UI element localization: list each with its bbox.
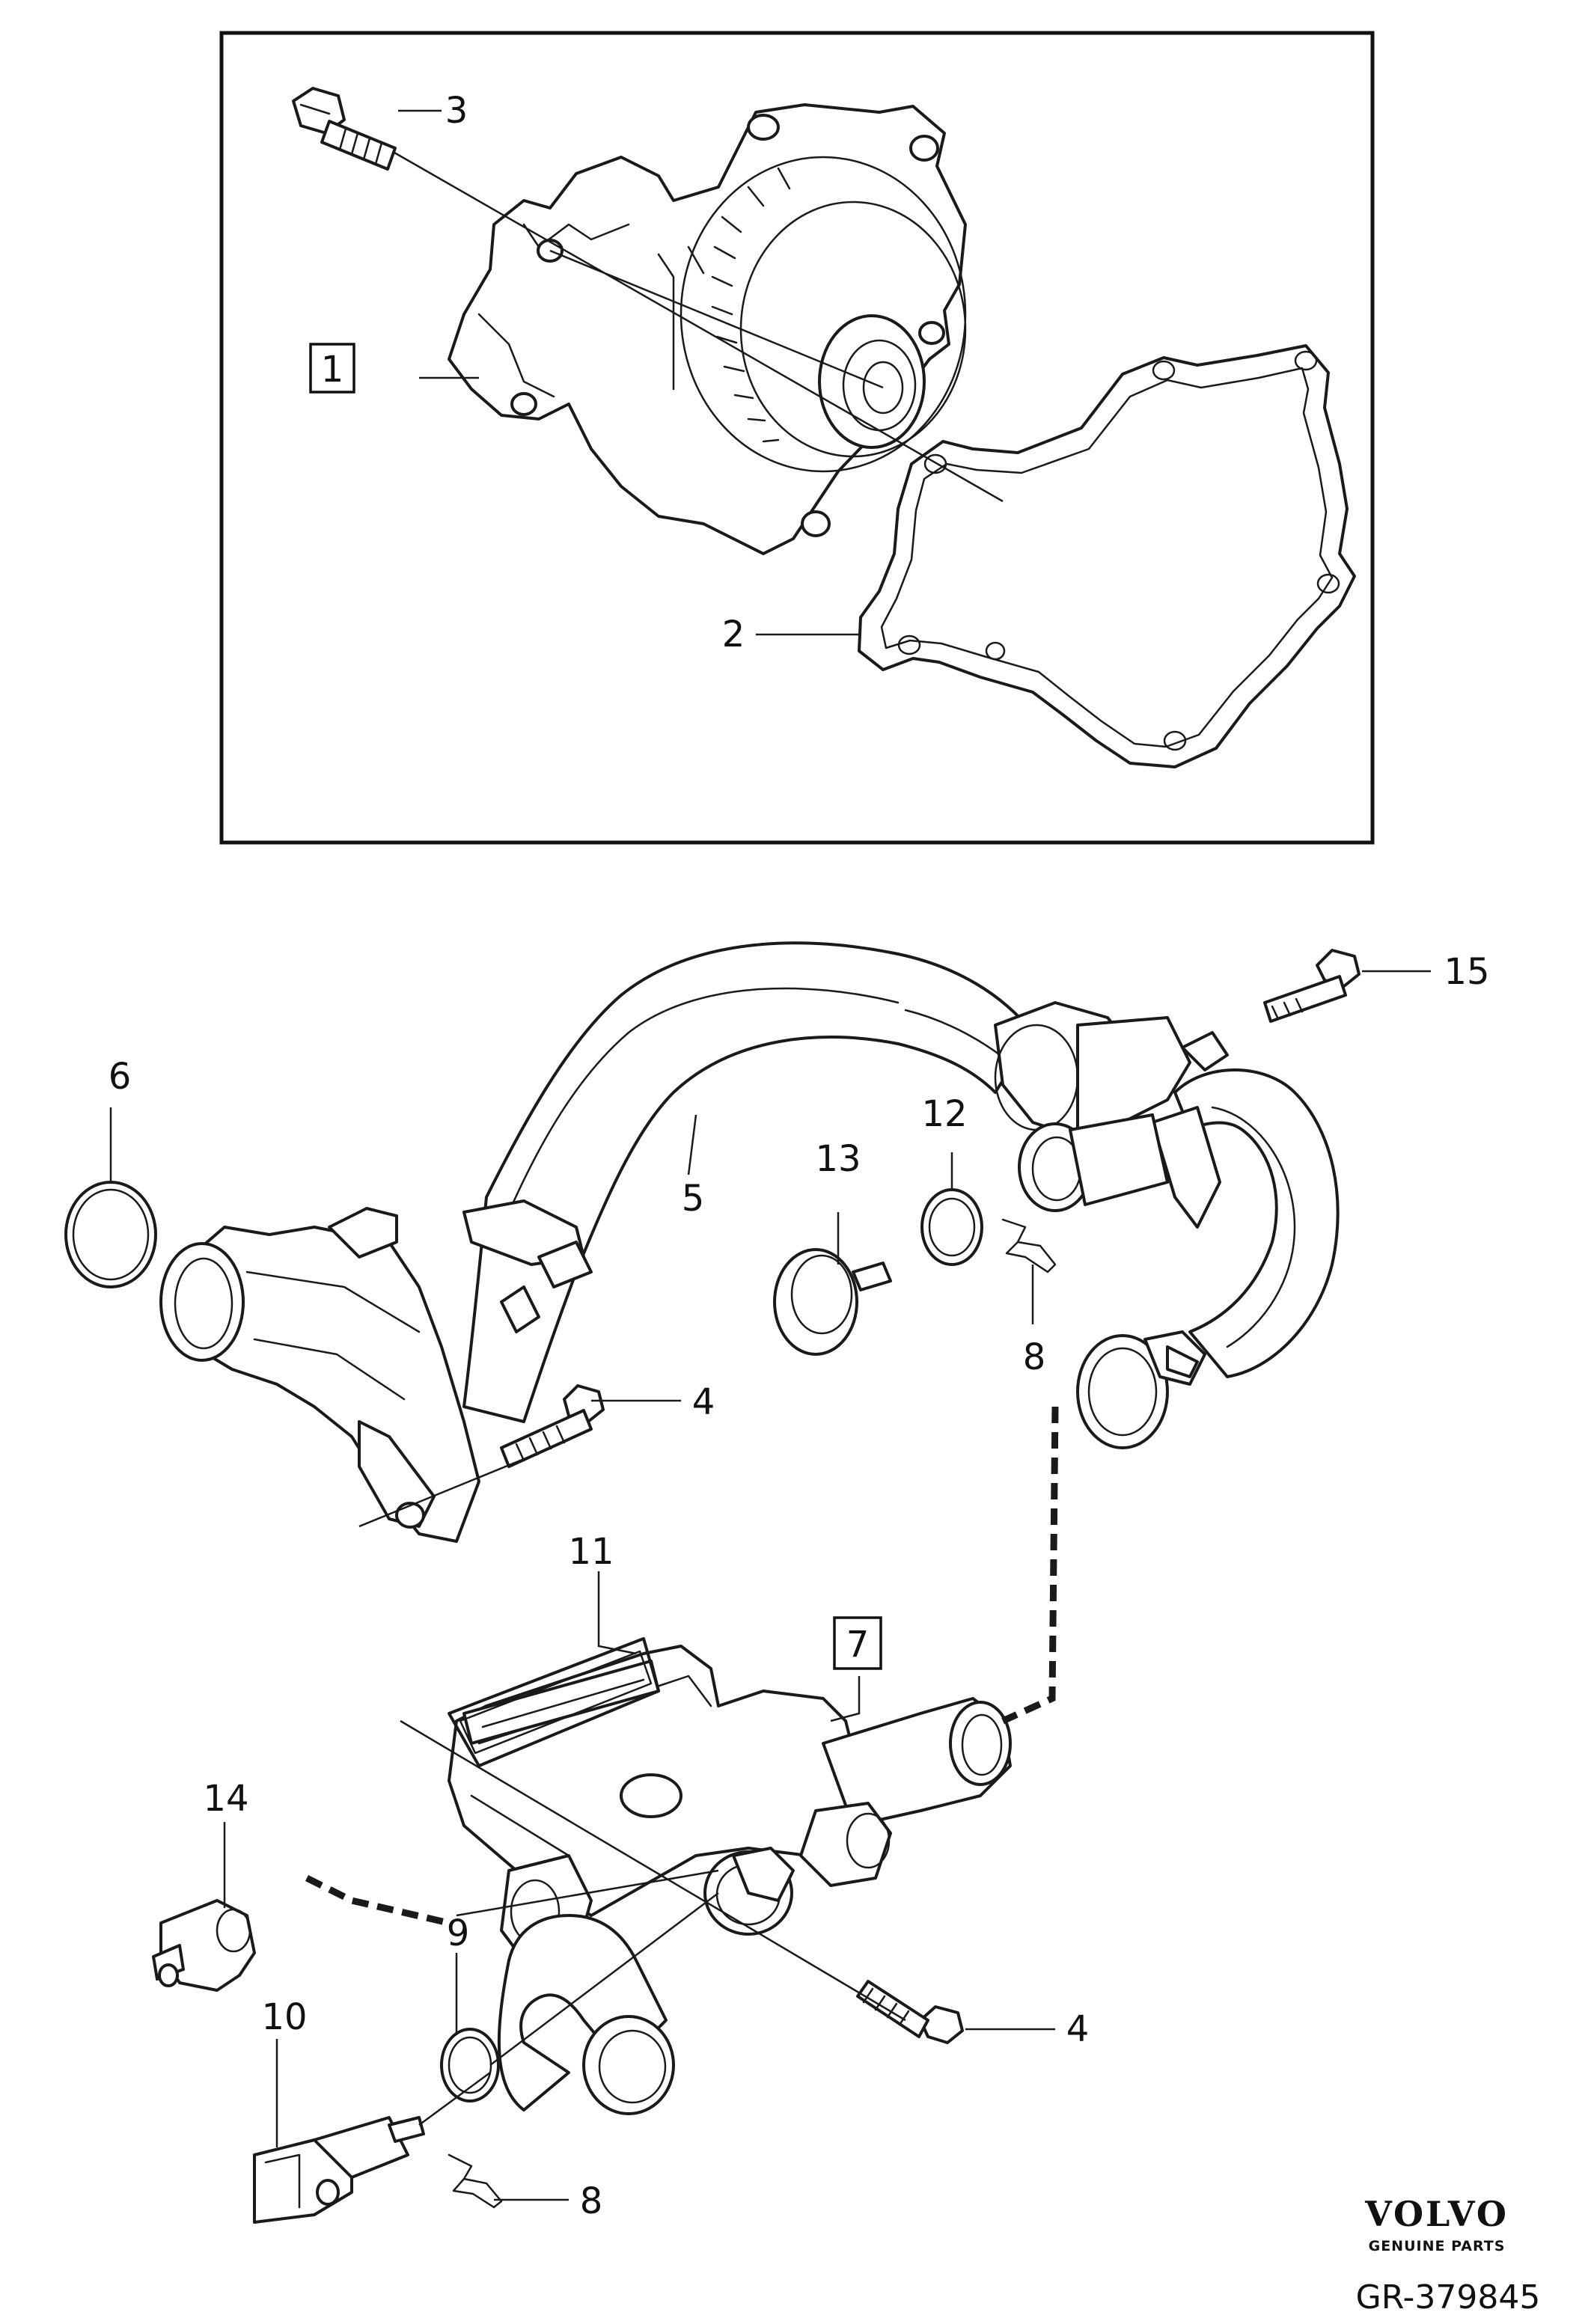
hose-clamp-right <box>1076 1330 1206 1449</box>
elbow-hose-right <box>1018 1068 1340 1378</box>
callout-11: 11 <box>568 1531 614 1573</box>
callout-9: 9 <box>447 1912 470 1954</box>
part-15-bolt <box>1263 949 1361 1023</box>
dashed-assembly-line <box>305 1874 451 1927</box>
callout-3: 3 <box>445 90 468 132</box>
outlet-pipe-lower <box>497 1914 675 2115</box>
part-3-bolt <box>292 87 397 171</box>
part-9-o-ring <box>440 2028 500 2103</box>
part-8-clip-upper <box>1001 1218 1057 1273</box>
dashed-assembly-line <box>1001 1406 1059 1725</box>
diagram-id: GR-379845 <box>1356 2278 1541 2317</box>
callout-8-upper: 8 <box>1023 1336 1046 1378</box>
part-1-water-pump <box>448 103 967 555</box>
callout-5: 5 <box>682 1178 705 1220</box>
callout-box-1 <box>309 343 355 394</box>
leader-line <box>109 970 1431 2201</box>
callout-4-upper: 4 <box>692 1381 715 1423</box>
brand-logo: VOLVO <box>1364 2194 1509 2234</box>
callout-8-lower: 8 <box>580 2180 603 2222</box>
part-2-gasket <box>858 344 1356 768</box>
callout-box-7 <box>833 1616 882 1670</box>
callout-7: 7 <box>846 1624 870 1666</box>
callout-12: 12 <box>921 1093 967 1135</box>
callout-10: 10 <box>261 1996 307 2038</box>
part-6-o-ring <box>64 1181 157 1288</box>
part-14-sensor <box>152 1899 256 1992</box>
callout-1: 1 <box>321 349 344 391</box>
coolant-pipe-left <box>159 1207 480 1543</box>
callout-14: 14 <box>203 1778 248 1820</box>
callout-4-lower: 4 <box>1066 2008 1090 2050</box>
inset-frame <box>219 31 1375 845</box>
brand-subtitle: GENUINE PARTS <box>1369 2238 1506 2254</box>
callout-2: 2 <box>722 614 745 655</box>
part-12-o-ring <box>920 1188 983 1266</box>
part-4-bolt-lower <box>856 1980 964 2044</box>
callout-6: 6 <box>109 1056 132 1098</box>
part-13-bleed-plug <box>773 1248 892 1356</box>
part-4-bolt-upper <box>500 1384 605 1468</box>
callout-13: 13 <box>815 1138 861 1180</box>
part-10-temperature-sensor <box>253 2116 425 2224</box>
leader-line <box>394 109 1004 636</box>
callout-15: 15 <box>1444 951 1489 993</box>
part-5-hose <box>462 941 1229 1423</box>
part-8-clip-lower <box>448 2153 503 2209</box>
part-11-gasket-seal <box>448 1637 660 1767</box>
